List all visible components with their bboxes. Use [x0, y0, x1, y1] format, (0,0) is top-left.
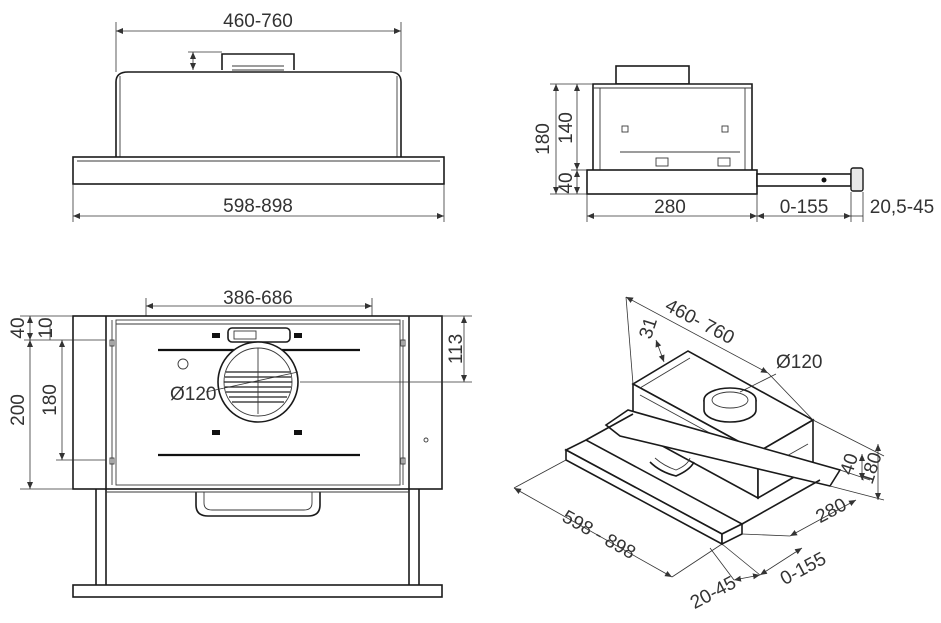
dim-iso-total: 598 - 898	[558, 507, 638, 564]
dim-iso-handle: 20-45	[687, 572, 740, 613]
dim-side-front: 40	[556, 172, 577, 193]
dim-iso-depth: 280	[812, 494, 850, 527]
dim-top-total: 598-898	[223, 196, 293, 217]
dim-front-inner: 386-686	[223, 288, 293, 309]
dim-iso-31: 31	[636, 315, 663, 342]
dim-front-180: 180	[40, 384, 61, 416]
dim-top-width: 460-760	[223, 11, 293, 32]
dim-iso-diameter: Ø120	[776, 352, 822, 373]
dim-front-113: 113	[446, 334, 467, 364]
dim-front-200: 200	[8, 394, 29, 426]
front-elevation-view: 460-760 598-898	[72, 11, 445, 222]
underside-view: 386-686	[8, 288, 472, 598]
dim-front-diameter: Ø120	[170, 384, 216, 405]
side-elevation-view: 180 140 40 280 0-155 20,5-45	[533, 65, 934, 222]
dim-iso-slide: 0-155	[777, 548, 830, 589]
dim-side-handle: 20,5-45	[870, 197, 934, 218]
isometric-view: 460- 760 31 Ø120 40 180 280 0-155 20-45 …	[513, 295, 887, 614]
dim-side-body: 140	[556, 112, 577, 144]
dim-side-slide: 0-155	[780, 197, 829, 218]
dim-iso-180: 180	[857, 450, 887, 487]
dim-front-40: 40	[8, 317, 29, 338]
dim-front-10: 10	[36, 317, 57, 338]
dim-side-height: 180	[533, 123, 554, 155]
dim-side-depth: 280	[654, 197, 686, 218]
